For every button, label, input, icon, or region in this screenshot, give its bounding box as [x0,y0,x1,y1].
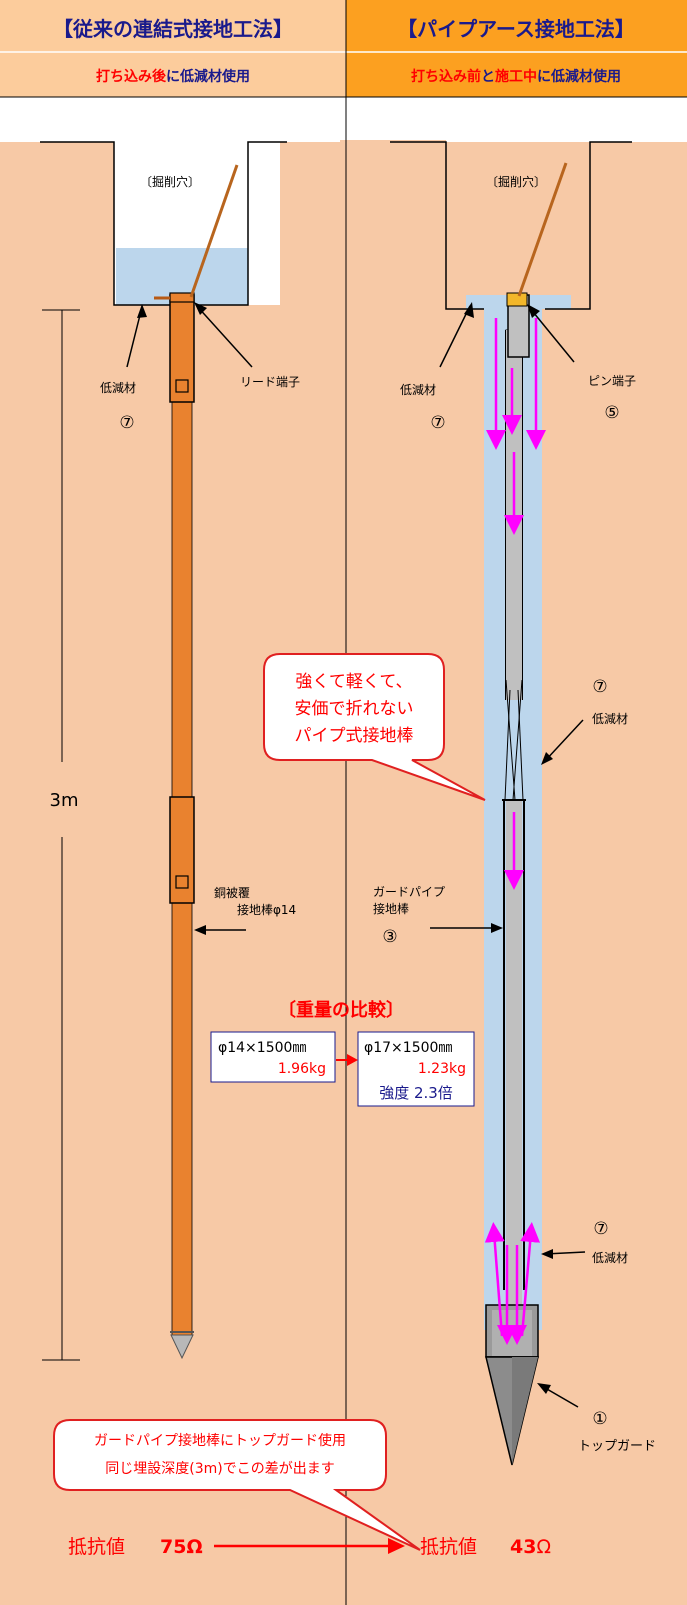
right-reduce-num: ⑦ [430,413,445,433]
top-guard-label: トップガード [578,1439,656,1454]
guard-pipe-num: ③ [382,927,397,947]
depth-label: 3m [50,790,79,811]
callout-line2: 安価で折れない [295,699,414,719]
guard-pipe-line1: ガードパイプ [373,885,445,899]
right-subtitle-part4: に低減材使用 [537,68,621,85]
reduce2-num: ⑦ [592,677,607,697]
left-title: 【従来の連結式接地工法】 [53,17,293,41]
right-weight-box [357,1031,475,1107]
reduce2-label: 低減材 [592,711,628,726]
right-subtitle: 打ち込み前と施工中に低減材使用 [411,68,621,85]
left-reduce-num: ⑦ [119,413,134,433]
resistance-left-number: 75 [160,1536,186,1558]
right-reduce-label: 低減材 [400,382,436,397]
rod-label-line2: 接地棒φ14 [237,902,296,917]
rod-coupling-lower [169,796,195,904]
lead-terminal-leader [195,304,253,368]
pipe-lower-body [506,800,522,1310]
callout-line1: 強くて軽くて、 [295,672,412,692]
pin-terminal-leader [528,306,575,363]
pin-terminal [506,292,528,307]
coupling-hole-upper [175,379,189,393]
resistance-label-right: 抵抗値 [420,1536,477,1558]
rod-leader-head [194,925,206,935]
resistance-left-unit: Ω [186,1536,202,1558]
callout-line3: パイプ式接地棒 [295,726,414,746]
top-guard-cone-shade [512,1357,538,1465]
reduce3-leader-head [541,1249,553,1259]
flow-arrows [484,318,546,1345]
right-weight-line2: 1.23kg [418,1061,466,1077]
right-subtitle-part1: 打ち込み前 [411,68,481,85]
pin-terminal-leader-head [527,304,540,318]
lead-terminal-label: リード端子 [240,375,300,389]
rod-label-line1: 銅被覆 [214,886,250,900]
right-subtitle-part3: 施工中 [495,68,537,85]
guard-pipe-line2: 接地棒 [373,901,409,916]
pipe-taper-line-b [512,679,523,801]
left-hole-label: 〔掘削穴〕 [140,174,200,189]
rod-coupling-upper [169,294,195,403]
right-header-box [346,0,687,97]
pipe-taper-line-a [505,679,516,801]
left-subtitle-rest: に低減材使用 [166,68,250,85]
left-lead-wire [189,164,239,298]
rod-tip [170,1334,194,1360]
pin-terminal-num: ⑤ [604,403,619,423]
right-lead-wire [517,162,568,297]
top-guard-leader-head [537,1383,551,1394]
left-reduce-leader-head [137,304,147,318]
left-weight-line1: φ14×1500㎜ [218,1040,306,1056]
left-weight-box [210,1031,336,1083]
resistance-right-unit: Ω [536,1536,551,1558]
note-bubble [53,1419,421,1551]
right-reduce-leader [439,305,471,368]
comparison-title: 〔重量の比較〕 [278,999,404,1021]
callout-bubble [263,653,486,801]
reduce2-leader-head [541,752,553,765]
reduce3-label: 低減材 [592,1250,628,1265]
left-header-box [0,0,346,97]
note-line1: ガードパイプ接地棒にトップガード使用 [94,1432,346,1449]
weight-compare-arrow-head [347,1054,358,1066]
left-subtitle-red: 打ち込み後 [96,68,167,85]
pipe-taper-line-c [504,689,511,801]
coupling-hole-lower [175,875,189,889]
right-weight-line1: φ17×1500㎜ [364,1040,452,1056]
soil-fill-center [340,140,446,1605]
right-reduce-leader-head [464,302,474,318]
resistance-arrow-head [388,1538,405,1554]
resistance-right-number: 43 [510,1536,536,1558]
strength-label: 強度 2.3倍 [379,1084,453,1102]
right-subtitle-part2: と [481,69,495,85]
lead-terminal-leader-head [194,302,207,315]
reduce3-num: ⑦ [593,1219,608,1239]
resistance-value-left: 75Ω [160,1536,203,1558]
right-title: 【パイプアース接地工法】 [397,17,635,41]
left-subtitle: 打ち込み後に低減材使用 [96,68,250,85]
resistance-value-right: 43Ω [510,1536,551,1558]
guard-pipe-leader-head [491,923,503,933]
left-hole-outline-b [196,141,287,306]
pin-terminal-label: ピン端子 [588,374,636,388]
right-hole-label: 〔掘削穴〕 [486,174,546,189]
top-guard-num: ① [592,1409,607,1429]
pipe-taper-line-d [517,689,524,801]
note-line2: 同じ埋設深度(3m)でこの差が出ます [105,1461,334,1477]
right-hole-outline-b [545,141,632,310]
reduce2-leader [543,719,584,763]
left-weight-line2: 1.96kg [278,1061,326,1077]
top-guard-collar-face [492,1310,532,1356]
left-reduce-label: 低減材 [100,380,136,395]
resistance-label-left: 抵抗値 [68,1536,125,1558]
